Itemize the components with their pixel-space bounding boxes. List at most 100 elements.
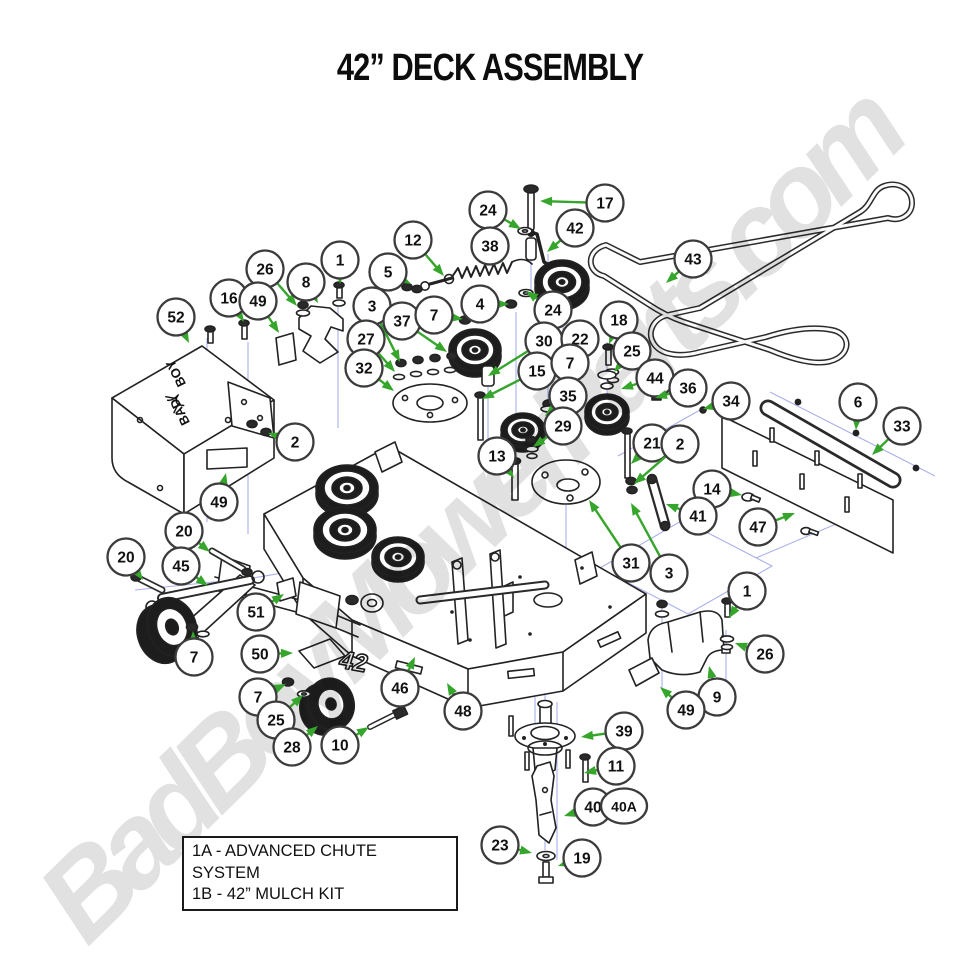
- svg-text:45: 45: [172, 559, 190, 576]
- svg-text:24: 24: [544, 303, 562, 320]
- svg-text:3: 3: [665, 566, 674, 583]
- svg-text:13: 13: [488, 449, 506, 466]
- svg-text:7: 7: [254, 690, 263, 707]
- skirt-slot: [506, 667, 536, 680]
- callout-49: 49: [199, 473, 239, 522]
- svg-text:7: 7: [190, 650, 199, 667]
- svg-text:51: 51: [247, 605, 265, 622]
- svg-text:42: 42: [566, 221, 583, 238]
- svg-text:30: 30: [535, 334, 552, 351]
- svg-text:52: 52: [167, 310, 184, 327]
- deck-pulley-upper: [315, 464, 379, 518]
- svg-text:3: 3: [368, 299, 377, 316]
- callout-34: 34: [703, 381, 751, 421]
- svg-text:6: 6: [854, 395, 863, 412]
- callout-47: 47: [738, 507, 795, 547]
- svg-text:11: 11: [608, 759, 625, 776]
- svg-text:7: 7: [566, 356, 575, 373]
- deck-hanger-bracket: [374, 441, 403, 473]
- svg-text:20: 20: [117, 550, 134, 567]
- callout-37: 37: [382, 301, 447, 352]
- callout-27: 27: [346, 319, 395, 372]
- callout-46: 46: [380, 657, 420, 708]
- svg-text:28: 28: [283, 740, 301, 757]
- chute-deflector: [298, 305, 344, 364]
- svg-text:21: 21: [643, 436, 661, 453]
- callout-39: 39: [581, 711, 644, 751]
- svg-text:10: 10: [331, 738, 348, 755]
- svg-text:34: 34: [722, 394, 740, 411]
- pulleys: [313, 259, 630, 583]
- cover-bracket: [227, 381, 275, 439]
- svg-text:25: 25: [267, 713, 285, 730]
- drawing: 42 BAD BOY: [111, 181, 920, 884]
- roller-axle-bolt: [367, 705, 409, 730]
- callout-20: 20: [106, 537, 146, 580]
- svg-text:29: 29: [554, 419, 572, 436]
- callout-52: 52: [156, 297, 196, 343]
- callout-3: 3: [352, 286, 400, 362]
- svg-text:37: 37: [393, 314, 410, 331]
- callout-1: 1: [320, 240, 360, 284]
- page-title: 42” DECK ASSEMBLY: [336, 46, 644, 89]
- svg-text:31: 31: [622, 556, 640, 573]
- eye-bolt: [419, 276, 454, 291]
- callout-6: 6: [838, 382, 878, 430]
- svg-text:17: 17: [596, 196, 613, 213]
- blade-washer: [536, 850, 556, 862]
- adapter-plate: [531, 459, 601, 505]
- svg-text:44: 44: [646, 371, 664, 388]
- deck-belt: [587, 181, 915, 366]
- callout-12: 12: [393, 220, 444, 276]
- svg-text:40: 40: [584, 800, 601, 817]
- svg-text:4: 4: [476, 297, 485, 314]
- svg-text:15: 15: [528, 364, 546, 381]
- svg-text:48: 48: [454, 704, 472, 721]
- callout-2: 2: [634, 424, 700, 484]
- svg-text:1: 1: [743, 584, 752, 601]
- svg-text:9: 9: [713, 690, 722, 707]
- svg-text:2: 2: [676, 437, 685, 454]
- svg-text:1: 1: [336, 253, 345, 270]
- callout-7: 7: [174, 631, 214, 677]
- callout-15: 15: [482, 351, 557, 399]
- baffle-plate: [721, 398, 920, 554]
- watermark-text: BadBoyMowerParts.com: [13, 59, 933, 966]
- callout-1: 1: [727, 571, 767, 618]
- callout-23: 23: [480, 825, 532, 865]
- callout-19: 19: [558, 838, 602, 878]
- svg-text:5: 5: [384, 265, 393, 282]
- svg-text:36: 36: [679, 381, 697, 398]
- svg-text:18: 18: [610, 313, 628, 330]
- callout-42: 42: [547, 208, 595, 252]
- callout-24: 24: [526, 290, 573, 330]
- svg-text:7: 7: [430, 308, 439, 325]
- skirt-slot: [596, 630, 622, 648]
- callout-49: 49: [660, 687, 706, 730]
- callout-26: 26: [735, 634, 785, 674]
- callout-32: 32: [344, 348, 394, 391]
- svg-text:20: 20: [175, 524, 192, 541]
- svg-text:27: 27: [357, 332, 374, 349]
- svg-text:14: 14: [703, 482, 721, 499]
- callout-28: 28: [272, 726, 318, 767]
- callout-50: 50: [240, 634, 293, 674]
- deck-pulley-center: [371, 536, 425, 583]
- callout-29: 29: [533, 406, 583, 447]
- carriage-bolt: [741, 492, 762, 503]
- callout-31: 31: [589, 500, 651, 583]
- callout-16: 16: [209, 278, 249, 322]
- mower-blade: [531, 761, 557, 844]
- callout-5: 5: [368, 252, 411, 292]
- svg-text:46: 46: [391, 681, 409, 698]
- callout-49: 49: [238, 281, 279, 333]
- svg-text:43: 43: [684, 252, 702, 269]
- callout-25: 25: [612, 331, 652, 372]
- callout-40A: 40A: [599, 787, 649, 825]
- callout-24: 24: [468, 190, 521, 230]
- svg-text:50: 50: [251, 647, 268, 664]
- deck-bracket-right: [574, 551, 598, 585]
- idler-mount-plate: [392, 383, 468, 423]
- spindle-pulley-44: [584, 393, 630, 436]
